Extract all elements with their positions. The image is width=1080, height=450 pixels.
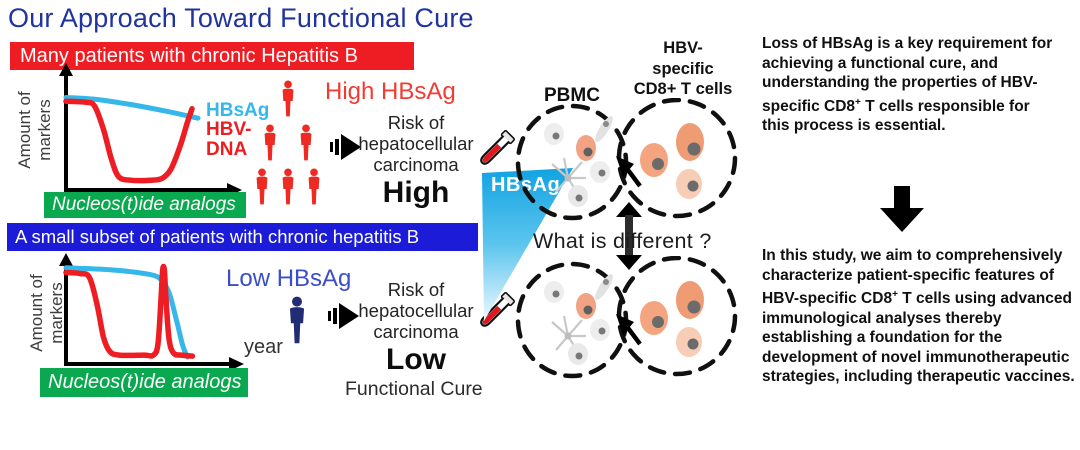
cd8-cells [640,281,704,357]
paragraph-text: Loss of HBsAg is a key requirement for a… [762,35,1053,115]
y-axis-arrow-icon [59,63,73,76]
down-arrow-icon [880,186,924,232]
pbmc-cells [544,274,613,365]
hbv-dna-curve-label: HBV- DNA [206,119,252,160]
study-aim-paragraph: In this study, we aim to comprehensively… [762,246,1080,387]
hbv-dna-curve [63,263,196,359]
low-hbsag-label: Low HBsAg [226,265,352,292]
cd8-cells [640,123,704,199]
cell-group-low [515,256,738,379]
superscript-plus: + [855,96,861,108]
x-axis-arrow-icon [229,357,244,371]
single-patient-icon [289,296,305,344]
dendritic-cell-icon [551,157,586,195]
graph1-marker-chart [59,63,242,197]
what-is-different-label: What is different ? [533,229,712,253]
treatment-banner-2: Nucleos(t)ide analogs [40,368,248,397]
risk-level-low: Low [386,343,446,376]
subset-arrow-icon [616,314,642,346]
graph2-marker-chart [59,253,244,371]
cd8-circle [616,256,738,377]
pbmc-label: PBMC [544,85,600,106]
paragraph-text: T cells using advanced immunological ana… [762,290,1075,386]
hbsag-triangle-label: HBsAg [491,174,561,196]
hbv-dna-curve [63,98,195,184]
risk-text: Risk of hepatocellular carcinoma [358,112,474,175]
superscript-plus: + [892,289,898,300]
hbsag-curve-label: HBsAg [206,100,270,121]
hbsag-curve [63,95,201,121]
paragraph-text: In this study, we aim to comprehensively… [762,247,1063,308]
banner-many-patients: Many patients with chronic Hepatitis B [10,42,414,70]
cell-group-high [515,98,738,221]
hbsag-gradient-triangle [482,168,573,321]
subset-arrow-icon [616,156,642,188]
risk-block-high: Risk of hepatocellular carcinoma High [350,112,482,209]
cd8-t-cells-label: HBV- specific CD8+ T cells [633,39,733,98]
risk-level-high: High [382,176,450,209]
functional-cure-label: Functional Cure [345,378,483,400]
right-arrow-icon [328,303,359,329]
right-arrow-icon [330,134,361,160]
compare-double-arrow-icon [616,202,642,270]
banner-small-subset: A small subset of patients with chronic … [7,223,478,251]
risk-block-low: Risk of hepatocellular carcinoma Low Fun… [345,279,483,400]
page-title: Our Approach Toward Functional Cure [8,3,474,33]
y-axis-arrow-icon [59,253,73,266]
key-requirement-paragraph: Loss of HBsAg is a key requirement for a… [762,34,1058,136]
x-axis-year-label: year [244,336,283,358]
high-hbsag-label: High HBsAg [325,78,456,105]
cd8-circle [616,98,738,219]
pbmc-cells [544,116,613,207]
treatment-banner-1: Nucleos(t)ide analogs [44,192,246,218]
patient-group-icon [256,80,320,205]
paragraph-text: T cells responsible for this process is … [762,97,1030,135]
risk-text: Risk of hepatocellular carcinoma [358,279,474,342]
